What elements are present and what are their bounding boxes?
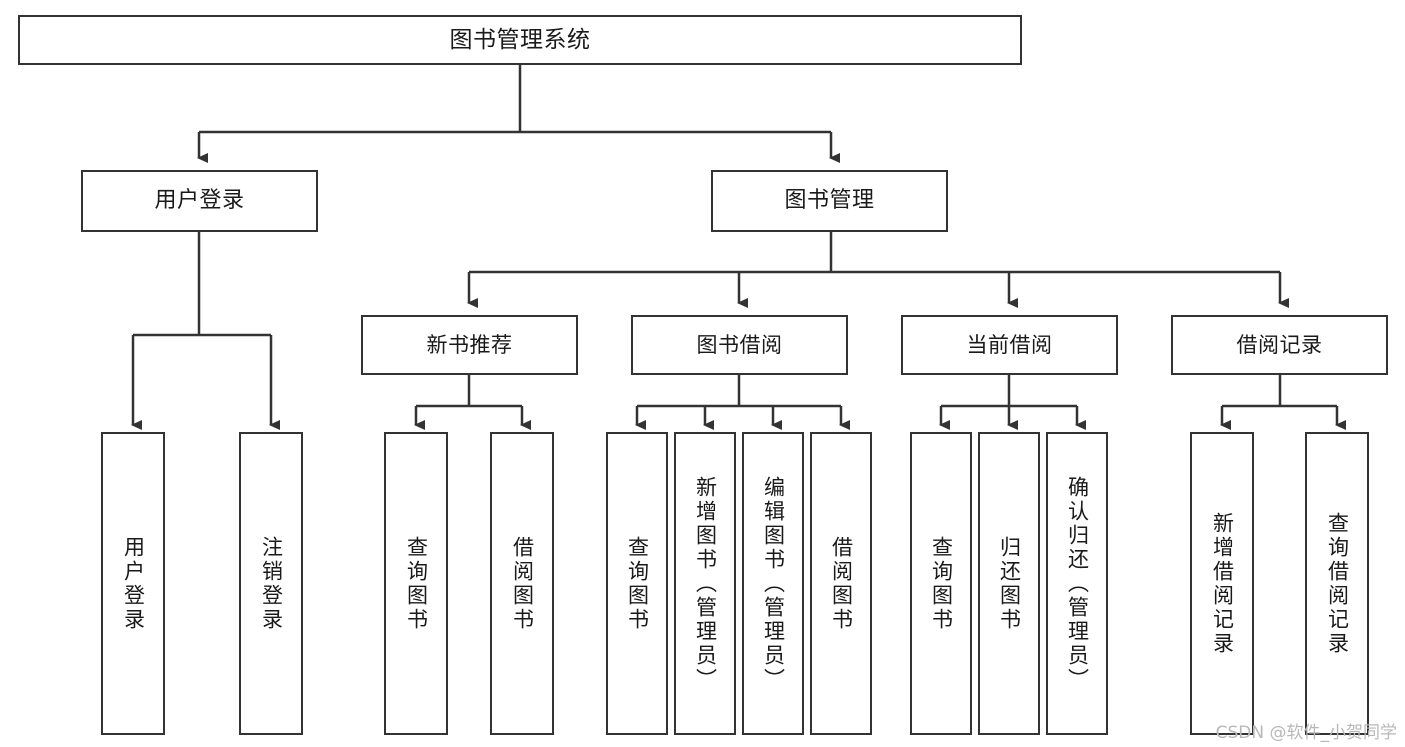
node-leaf-query-book-1[interactable]: 查询图书	[384, 432, 448, 735]
node-leaf-logout[interactable]: 注销登录	[239, 432, 303, 735]
node-leaf-edit-book-label: 编辑图书（管理员）	[761, 475, 786, 692]
node-leaf-logout-label: 注销登录	[259, 535, 284, 632]
node-user-login-label: 用户登录	[154, 188, 245, 214]
node-leaf-user-login[interactable]: 用户登录	[101, 432, 165, 735]
node-leaf-edit-book[interactable]: 编辑图书（管理员）	[742, 432, 804, 735]
node-leaf-confirm-return-label: 确认归还（管理员）	[1065, 475, 1090, 692]
node-leaf-query-book-3-label: 查询图书	[929, 535, 954, 632]
node-leaf-borrow-book-1[interactable]: 借阅图书	[490, 432, 554, 735]
node-leaf-query-book-1-label: 查询图书	[404, 535, 429, 632]
node-borrow-record[interactable]: 借阅记录	[1171, 315, 1388, 375]
node-book-borrow[interactable]: 图书借阅	[631, 315, 848, 375]
node-book-management-label: 图书管理	[784, 188, 875, 214]
node-new-book-recommend-label: 新书推荐	[426, 332, 513, 357]
node-leaf-query-book-2[interactable]: 查询图书	[606, 432, 668, 735]
csdn-watermark: CSDN @软件_小贺同学	[1215, 723, 1397, 743]
node-leaf-add-book-label: 新增图书（管理员）	[693, 475, 718, 692]
node-current-borrow-label: 当前借阅	[966, 332, 1053, 357]
node-leaf-borrow-book-2-label: 借阅图书	[829, 535, 854, 632]
node-leaf-add-book[interactable]: 新增图书（管理员）	[674, 432, 736, 735]
node-leaf-query-record[interactable]: 查询借阅记录	[1305, 432, 1369, 735]
node-leaf-borrow-book-2[interactable]: 借阅图书	[810, 432, 872, 735]
node-user-login[interactable]: 用户登录	[81, 170, 318, 232]
node-borrow-record-label: 借阅记录	[1236, 332, 1323, 357]
node-leaf-add-record-label: 新增借阅记录	[1210, 511, 1235, 656]
node-book-borrow-label: 图书借阅	[696, 332, 783, 357]
node-root-label: 图书管理系统	[449, 26, 591, 53]
node-leaf-return-book-label: 归还图书	[997, 535, 1022, 632]
node-root-book-management-system[interactable]: 图书管理系统	[18, 15, 1022, 65]
node-current-borrow[interactable]: 当前借阅	[901, 315, 1118, 375]
node-leaf-add-record[interactable]: 新增借阅记录	[1190, 432, 1254, 735]
node-leaf-user-login-label: 用户登录	[121, 535, 146, 632]
node-leaf-return-book[interactable]: 归还图书	[978, 432, 1040, 735]
node-leaf-borrow-book-1-label: 借阅图书	[510, 535, 535, 632]
node-leaf-confirm-return[interactable]: 确认归还（管理员）	[1046, 432, 1108, 735]
node-new-book-recommend[interactable]: 新书推荐	[361, 315, 578, 375]
node-book-management[interactable]: 图书管理	[711, 170, 948, 232]
node-leaf-query-book-3[interactable]: 查询图书	[910, 432, 972, 735]
node-leaf-query-record-label: 查询借阅记录	[1325, 511, 1350, 656]
node-leaf-query-book-2-label: 查询图书	[625, 535, 650, 632]
